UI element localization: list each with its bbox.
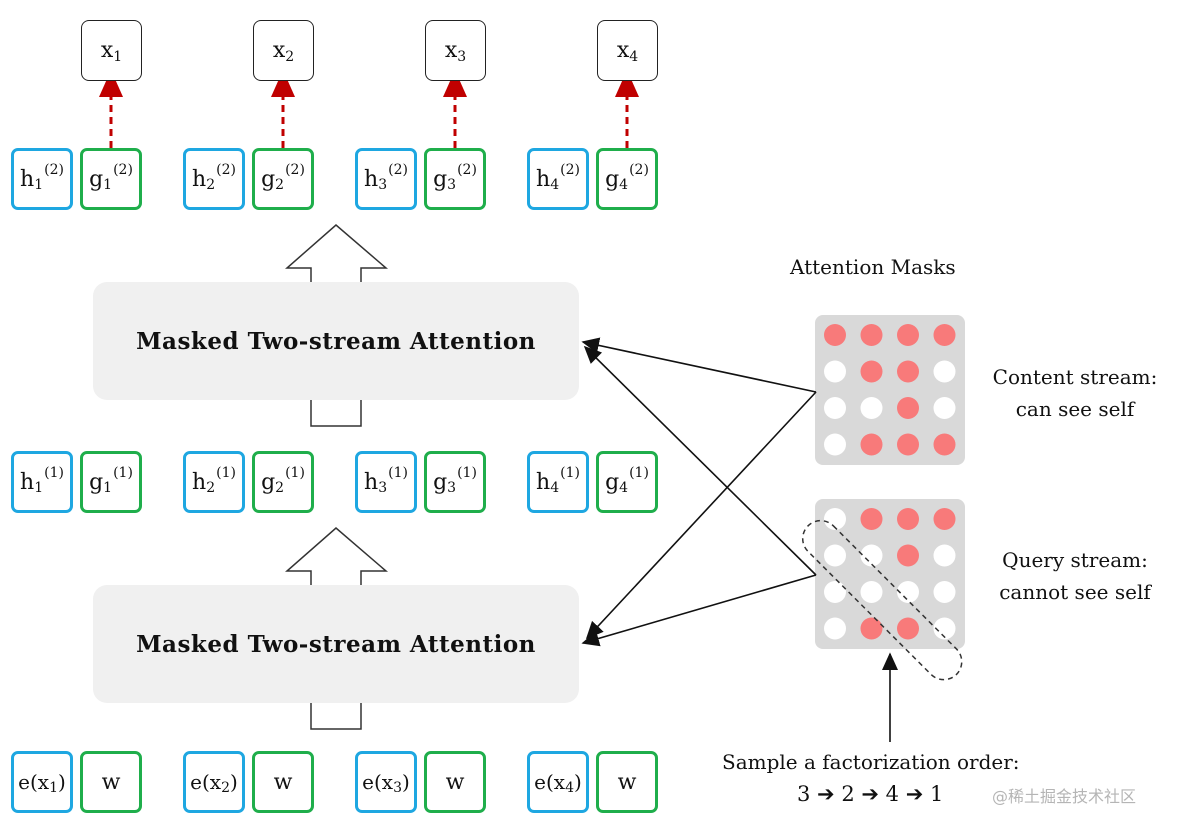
query-stream-label: Query stream:cannot see self [999, 548, 1151, 604]
watermark: @稀土掘金技术社区 [992, 787, 1137, 806]
content-mask-panel [815, 315, 965, 465]
content-mask-dot-1-1 [860, 360, 883, 383]
content-mask-dot-2-0 [824, 397, 846, 419]
content-mask-dot-3-2 [897, 433, 919, 456]
content-mask-dot-0-3 [933, 324, 956, 346]
query-mask-dot-1-2 [897, 544, 919, 567]
query-mask-dot-2-0 [824, 581, 846, 603]
content-stream-label: Content stream:can see self [992, 365, 1158, 421]
flow-arrow-lower [285, 527, 389, 585]
w-4: w [596, 751, 658, 813]
content-mask-dots [824, 324, 956, 456]
content-mask-dot-1-2 [897, 360, 919, 383]
prediction-arrows [99, 70, 639, 148]
content-mask-dot-3-1 [860, 433, 883, 456]
output-x3-label: x [444, 38, 458, 63]
content-mask-dot-1-3 [933, 360, 956, 383]
content-mask-dot-3-3 [933, 433, 956, 456]
query-mask-dot-0-2 [897, 508, 919, 530]
attention-block-bottom: Masked Two-stream Attention [93, 585, 579, 703]
query-mask-dot-0-3 [933, 508, 956, 530]
flow-arrow-lower-stem [310, 703, 362, 730]
query-to-bottom-attn [581, 574, 817, 647]
content-mask-dot-0-0 [824, 324, 846, 346]
content-to-top-attn [581, 337, 817, 393]
content-mask-dot-1-0 [824, 360, 846, 383]
query-mask-dot-1-3 [933, 544, 956, 567]
query-mask-dot-2-2 [897, 581, 919, 603]
w-2: w [252, 751, 314, 813]
output-x1-label: x [100, 38, 114, 63]
query-mask-dot-2-1 [860, 581, 883, 603]
output-x4-label: x [616, 38, 630, 63]
masks-title: Attention Masks [790, 255, 956, 279]
content-mask-dot-0-1 [860, 324, 883, 346]
query-mask-dots [824, 508, 956, 640]
query-mask-panel [815, 499, 965, 649]
query-to-top-attn [583, 345, 817, 576]
content-to-bottom-attn [585, 391, 817, 640]
factorization-order: 3 ➔ 2 ➔ 4 ➔ 1 [797, 782, 944, 806]
output-x2-label: x [272, 38, 286, 63]
query-mask-dot-1-1 [860, 544, 883, 567]
content-mask-dot-2-3 [933, 397, 956, 419]
content-mask-dot-2-2 [897, 397, 919, 419]
content-mask-dot-2-1 [860, 397, 883, 419]
content-mask-dot-3-0 [824, 433, 846, 456]
query-mask-dot-3-2 [897, 617, 919, 640]
content-mask-dot-0-2 [897, 324, 919, 346]
query-mask-dot-2-3 [933, 581, 956, 603]
w-3: w [424, 751, 486, 813]
factorization-label: Sample a factorization order: [722, 750, 1020, 774]
query-mask-dot-1-0 [824, 544, 846, 567]
query-mask-dot-0-1 [860, 508, 883, 530]
query-mask-dot-0-0 [824, 508, 846, 530]
diagonal-highlight [801, 519, 963, 681]
flow-arrow-upper-stem [310, 400, 362, 427]
query-mask-dot-3-0 [824, 617, 846, 640]
attention-block-top: Masked Two-stream Attention [93, 282, 579, 400]
w-1: w [80, 751, 142, 813]
query-mask-dot-3-3 [933, 617, 956, 640]
query-mask-dot-3-1 [860, 617, 883, 640]
flow-arrow-upper [285, 224, 389, 282]
